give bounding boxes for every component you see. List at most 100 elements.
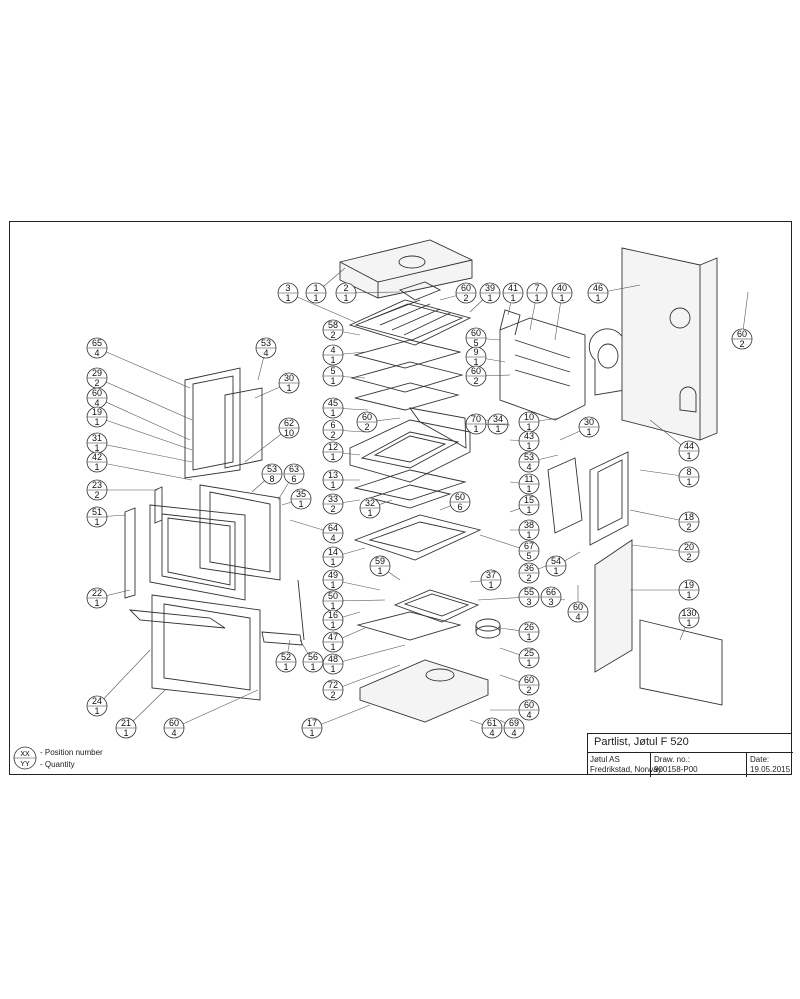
callout-position-number: 22	[92, 588, 102, 598]
callout-quantity: 4	[330, 533, 335, 543]
callout-bubble: 161	[322, 609, 361, 631]
part-handle	[128, 609, 226, 629]
callout-bubble: 241	[86, 649, 151, 717]
part-side-door-plate	[594, 539, 633, 673]
callout-position-number: 60	[455, 492, 465, 502]
draw-no-label: Draw. no.:	[654, 755, 691, 764]
callout-quantity: 1	[330, 664, 335, 674]
callout-quantity: 2	[686, 522, 691, 532]
callout-position-number: 30	[584, 417, 594, 427]
callout-position-number: 60	[169, 718, 179, 728]
callout-bubble: 292	[86, 367, 193, 421]
callout-bubble: 301	[559, 416, 600, 441]
callout-position-number: 60	[471, 328, 481, 338]
callout-quantity: 1	[94, 517, 99, 527]
callout-bubble: 561	[299, 639, 324, 673]
title-block-row: Jøtul AS Fredrikstad, Norway Draw. no.: …	[588, 752, 793, 777]
callout-quantity: 1	[330, 452, 335, 462]
callout-quantity: 1	[330, 480, 335, 490]
callout-quantity: 1	[330, 557, 335, 567]
callout-quantity: 4	[94, 398, 99, 408]
part-top-plate	[339, 239, 473, 299]
callout-quantity: 2	[94, 490, 99, 500]
callout-bubble: 301	[254, 372, 300, 399]
callout-position-number: 72	[328, 680, 338, 690]
callout-bubble: 491	[322, 569, 381, 591]
callout-quantity: 4	[526, 710, 531, 720]
part-base-plate	[359, 659, 489, 723]
callout-bubble: 606	[439, 491, 471, 513]
callout-quantity: 2	[364, 422, 369, 432]
callout-bubble: 121	[322, 441, 361, 463]
callout-position-number: 17	[307, 718, 317, 728]
callout-bubble: 101	[518, 411, 561, 433]
title-block: Partlist, Jøtul F 520 Jøtul AS Fredrikst…	[587, 733, 793, 777]
callout-quantity: 1	[94, 706, 99, 716]
callout-position-number: 25	[524, 648, 534, 658]
part-gasket	[199, 484, 281, 581]
callout-position-number: 3	[285, 283, 290, 293]
callout-quantity: 2	[94, 378, 99, 388]
callout-quantity: 1	[330, 355, 335, 365]
callout-quantity: 1	[94, 598, 99, 608]
callout-bubble: 362	[518, 559, 561, 584]
callout-position-number: 20	[684, 542, 694, 552]
callout-quantity: 5	[473, 338, 478, 348]
callout-position-number: 13	[328, 470, 338, 480]
part-flue-outlet	[588, 328, 626, 396]
callout-bubble: 722	[322, 664, 401, 701]
callout-bubble: 441	[649, 419, 700, 462]
callout-leader-line	[332, 664, 401, 691]
callout-quantity: 1	[559, 293, 564, 303]
callout-position-number: 51	[92, 507, 102, 517]
callout-quantity: 1	[330, 601, 335, 611]
part-grate	[353, 469, 467, 501]
company-name: Jøtul AS	[590, 755, 620, 764]
callout-quantity: 2	[686, 552, 691, 562]
callout-quantity: 1	[553, 566, 558, 576]
callout-quantity: 1	[309, 728, 314, 738]
legend-qty-symbol: YY	[20, 761, 30, 768]
callout-quantity: 3	[526, 597, 531, 607]
callout-quantity: 1	[330, 408, 335, 418]
callout-bubble: 341	[479, 413, 509, 435]
part-glass-panel	[224, 387, 263, 469]
callout-bubble: 251	[499, 647, 540, 669]
date-label: Date:	[750, 755, 770, 764]
callout-position-number: 50	[328, 591, 338, 601]
callout-bubble: 141	[322, 546, 366, 568]
callout-position-number: 60	[524, 700, 534, 710]
part-flue-collar	[475, 618, 501, 632]
callout-quantity: 4	[94, 348, 99, 358]
callout-bubble: 221	[86, 587, 131, 609]
callout-bubble: 534	[518, 451, 559, 473]
callout-quantity: 1	[488, 580, 493, 590]
callout-quantity: 4	[511, 728, 516, 738]
callout-bubble: 332	[322, 493, 361, 515]
callout-position-number: 19	[684, 580, 694, 590]
part-door-panel	[184, 367, 241, 479]
callout-bubble: 91	[465, 346, 506, 368]
callout-bubble: 232	[86, 479, 158, 501]
callout-bubble: 41	[322, 344, 366, 366]
callout-position-number: 62	[284, 418, 294, 428]
callout-position-number: 26	[524, 622, 534, 632]
part-bracket	[261, 631, 303, 646]
callout-leader-line	[96, 461, 193, 481]
callout-bubble: 604	[490, 699, 540, 721]
title-block-drawing-number: Draw. no.: 900158-P00	[650, 753, 746, 777]
callout-quantity: 5	[526, 551, 531, 561]
callout-bubble: 71	[526, 282, 548, 331]
callout-bubble: 321	[359, 497, 393, 519]
callout-leader-line	[96, 347, 191, 389]
part-baffle-5	[350, 361, 464, 393]
callout-bubble: 311	[86, 432, 193, 463]
callout-quantity: 2	[330, 504, 335, 514]
part-side-door-frame	[589, 451, 629, 546]
parts-drawing	[124, 239, 723, 723]
callout-quantity: 1	[686, 451, 691, 461]
callout-bubble: 51	[322, 365, 366, 387]
callout-position-number: 24	[92, 696, 102, 706]
callout-bubble: 604	[163, 689, 259, 739]
